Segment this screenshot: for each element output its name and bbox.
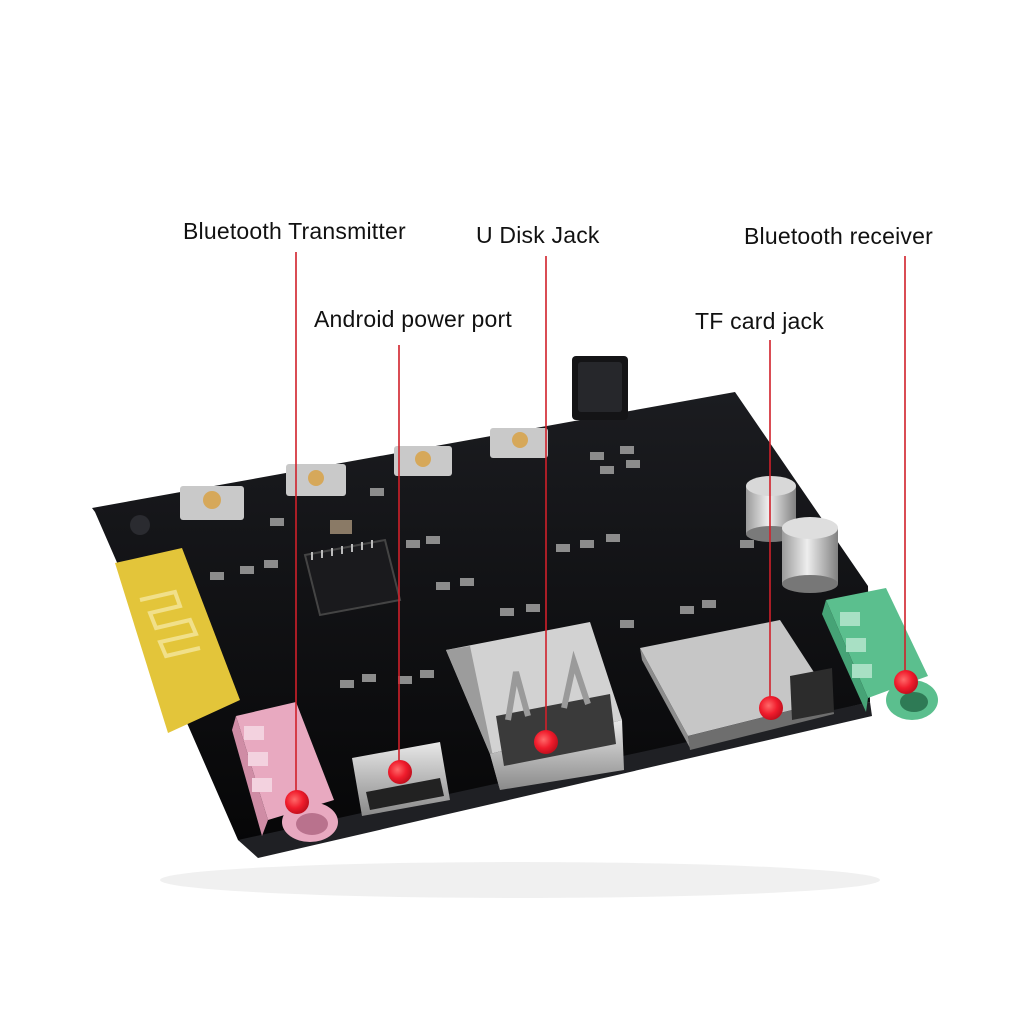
smd-components xyxy=(210,446,754,688)
callout-dot-android-power-port xyxy=(388,760,412,784)
callout-dot-u-disk-jack xyxy=(534,730,558,754)
callout-lines xyxy=(295,252,906,800)
main-chip xyxy=(303,520,402,617)
tactile-buttons xyxy=(180,428,548,520)
board-shadow xyxy=(160,862,880,898)
ir-receiver xyxy=(572,356,628,420)
label-tf-card-jack: TF card jack xyxy=(695,308,824,334)
usb-a-port xyxy=(446,622,624,790)
label-bluetooth-receiver: Bluetooth receiver xyxy=(744,223,933,249)
callout-dot-tf-card-jack xyxy=(759,696,783,720)
callout-dot-bluetooth-transmitter xyxy=(285,790,309,814)
label-u-disk-jack: U Disk Jack xyxy=(476,222,600,248)
callout-dots xyxy=(285,670,918,814)
callout-dot-bluetooth-receiver xyxy=(894,670,918,694)
tf-card-slot xyxy=(640,620,834,750)
label-android-power-port: Android power port xyxy=(314,306,512,332)
pcb-antenna xyxy=(115,548,240,733)
label-bluetooth-transmitter: Bluetooth Transmitter xyxy=(183,218,406,244)
capacitors xyxy=(746,476,838,593)
